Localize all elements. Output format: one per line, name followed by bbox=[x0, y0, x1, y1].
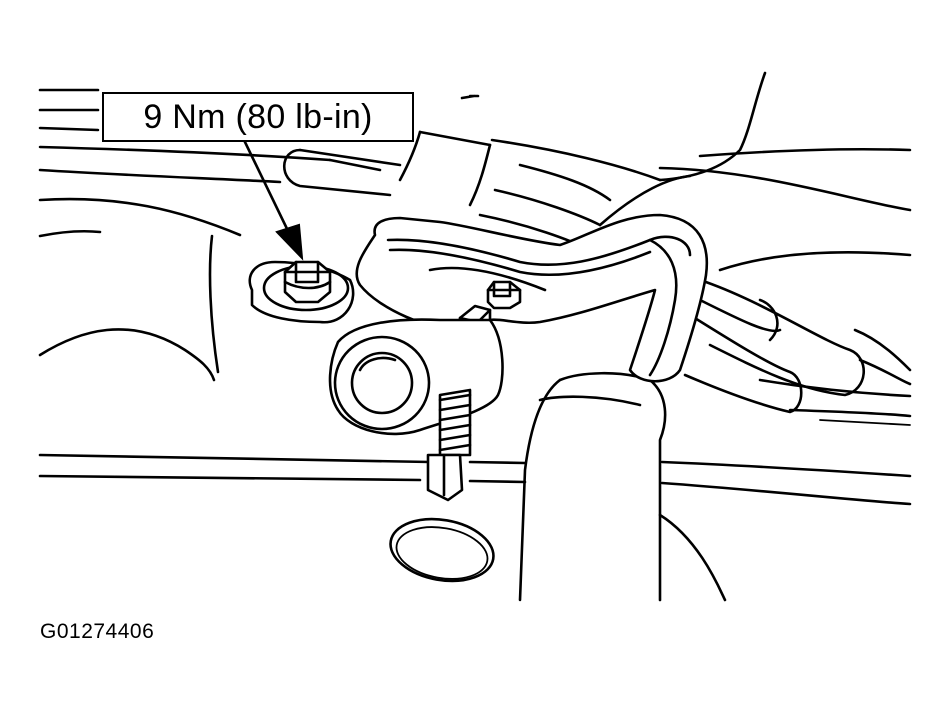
torque-callout-box: 9 Nm (80 lb-in) bbox=[102, 92, 414, 142]
hex-bolt bbox=[283, 260, 332, 304]
background-lines bbox=[38, 88, 912, 602]
left-tube bbox=[283, 148, 402, 197]
threaded-stud bbox=[426, 388, 472, 502]
small-bolt bbox=[486, 280, 522, 310]
arrowhead bbox=[275, 223, 304, 261]
right-tubes bbox=[683, 278, 866, 414]
figure-id-label: G01274406 bbox=[40, 620, 155, 643]
torque-spec-label: 9 Nm (80 lb-in) bbox=[143, 97, 373, 136]
leader-arrow bbox=[242, 138, 304, 261]
o-ring bbox=[389, 517, 495, 583]
clamp-sleeve bbox=[328, 318, 504, 436]
upper-hose bbox=[398, 71, 767, 252]
lower-hose bbox=[518, 371, 667, 602]
